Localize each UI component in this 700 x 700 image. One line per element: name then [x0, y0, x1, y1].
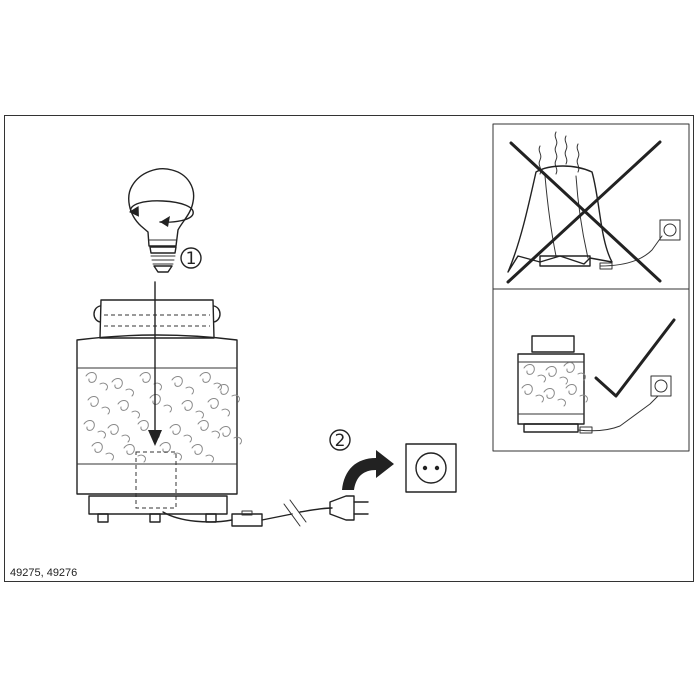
svg-text:1: 1	[186, 249, 197, 269]
step-2-marker: 2	[329, 429, 351, 451]
inline-switch-icon	[231, 510, 263, 527]
correct-usage-panel	[492, 288, 690, 452]
rotation-arrow-icon	[128, 200, 194, 227]
svg-text:2: 2	[335, 431, 346, 451]
plug-in-arrow-icon	[342, 450, 394, 490]
step-1-marker: 1	[180, 247, 202, 269]
power-plug-icon	[329, 495, 369, 521]
light-bulb-icon	[128, 168, 195, 273]
swirl-pattern	[83, 371, 242, 463]
model-code: 49275, 49276	[10, 567, 78, 579]
check-mark-icon	[594, 318, 676, 398]
bulb-screw-base	[149, 246, 177, 273]
lamp-body	[76, 299, 242, 523]
incorrect-usage-panel	[492, 123, 690, 290]
insert-bulb-arrow	[148, 281, 162, 446]
instruction-frame	[4, 115, 694, 582]
cross-mark-icon	[506, 140, 662, 284]
wall-socket-icon	[405, 443, 457, 493]
power-cable	[162, 495, 369, 527]
